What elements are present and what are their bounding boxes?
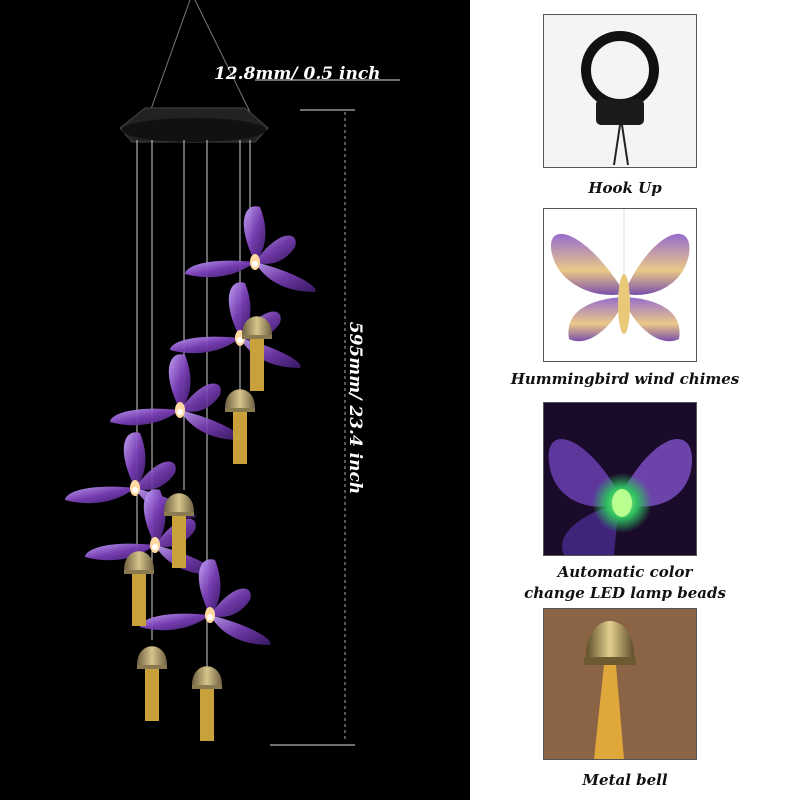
hook-icon	[581, 31, 659, 166]
wind-chime-illustration	[65, 0, 400, 746]
butterfly-caption: Hummingbird wind chimes	[510, 370, 740, 388]
product-photo: 12.8mm/ 0.5 inch 595mm/ 23.4 inch	[0, 0, 470, 800]
led-caption: Automatic color change LED lamp beads	[490, 562, 760, 604]
led-panel	[543, 402, 697, 556]
led-caption-line1: Automatic color	[557, 563, 693, 581]
hook-panel	[543, 14, 697, 168]
led-caption-line2: change LED lamp beads	[524, 584, 726, 602]
butterfly-panel	[543, 208, 697, 362]
width-dimension-label: 12.8mm/ 0.5 inch	[214, 64, 381, 84]
led-lamp-image	[548, 439, 693, 555]
metal-bell-image	[544, 609, 696, 759]
butterfly-closeup-image	[550, 209, 690, 342]
hook-caption: Hook Up	[588, 179, 662, 197]
bell-caption: Metal bell	[582, 771, 668, 789]
bell-panel	[543, 608, 697, 760]
